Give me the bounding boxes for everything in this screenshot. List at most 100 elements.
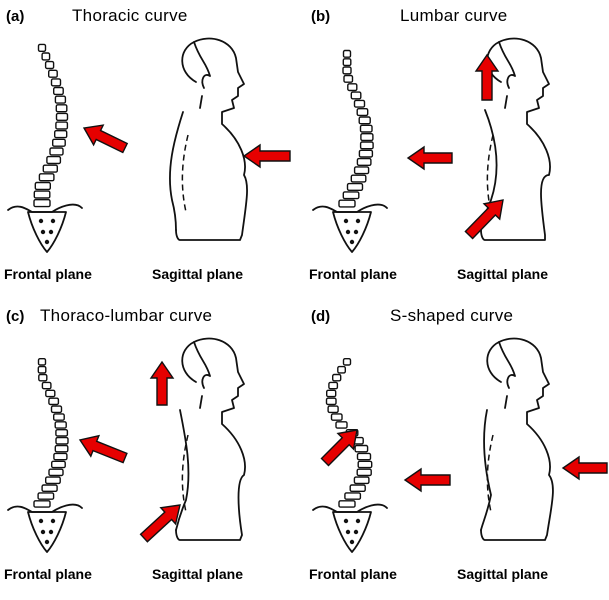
vertebra bbox=[54, 95, 67, 104]
panel-letter: (a) bbox=[6, 8, 25, 25]
body-outline bbox=[175, 337, 246, 541]
sacrum-foramen bbox=[349, 239, 355, 245]
vertebra bbox=[344, 492, 362, 500]
back-outline bbox=[480, 395, 508, 531]
vertebra bbox=[54, 129, 68, 139]
vertebra bbox=[55, 121, 69, 130]
body-outline bbox=[480, 337, 554, 541]
sacrum-foramen bbox=[50, 518, 56, 524]
vertebra bbox=[357, 460, 373, 469]
red-arrow-icon bbox=[149, 360, 175, 406]
spine-dashed-line bbox=[486, 434, 494, 513]
vertebra bbox=[41, 381, 52, 390]
vertebra bbox=[33, 500, 51, 508]
sacrum-foramen bbox=[343, 218, 349, 224]
vertebra bbox=[342, 49, 352, 58]
sacrum-foramen bbox=[40, 529, 46, 535]
vertebra bbox=[42, 164, 58, 173]
red-arrow-icon bbox=[464, 199, 504, 240]
sacrum-outline bbox=[27, 211, 67, 253]
sacrum-foramen bbox=[44, 539, 50, 545]
ear-outline bbox=[498, 341, 516, 389]
body-outline bbox=[175, 37, 248, 241]
vertebra bbox=[51, 460, 66, 469]
vertebra bbox=[48, 468, 64, 477]
red-arrow-icon bbox=[403, 467, 451, 493]
vertebra bbox=[342, 358, 352, 366]
vertebra bbox=[328, 381, 339, 390]
panel-letter: (d) bbox=[311, 308, 331, 325]
vertebra bbox=[38, 173, 55, 182]
panel-s-shaped-curve: (d) S-shaped curve Frontal plane Sagitta… bbox=[305, 300, 608, 600]
sacrum-foramen bbox=[353, 229, 359, 235]
body-outline bbox=[480, 37, 551, 241]
panel-letter: (c) bbox=[6, 308, 25, 325]
vertebra bbox=[356, 107, 369, 117]
sacrum-outline bbox=[27, 511, 67, 553]
panel-thoracic-curve: (a) Thoracic curve Frontal plane Sagitta… bbox=[0, 0, 300, 300]
sacrum-foramen bbox=[48, 229, 54, 235]
sacrum-foramen bbox=[343, 518, 349, 524]
vertebra bbox=[41, 484, 58, 493]
vertebra bbox=[360, 132, 374, 142]
vertebra bbox=[343, 74, 354, 83]
ear-outline bbox=[498, 41, 516, 89]
frontal-plane-label: Frontal plane bbox=[309, 266, 397, 282]
sacrum-foramen bbox=[50, 218, 56, 224]
ear-outline bbox=[193, 41, 211, 89]
vertebra bbox=[37, 365, 47, 374]
vertebra bbox=[356, 157, 372, 167]
vertebra bbox=[347, 83, 358, 92]
panel-title: Thoraco-lumbar curve bbox=[40, 306, 213, 325]
red-arrow-icon bbox=[78, 434, 128, 464]
red-arrow-icon bbox=[474, 53, 500, 101]
vertebra bbox=[54, 444, 69, 453]
vertebra bbox=[53, 452, 68, 461]
vertebra bbox=[46, 155, 62, 165]
frontal-plane-label: Frontal plane bbox=[4, 566, 92, 582]
vertebra bbox=[346, 182, 364, 192]
vertebra bbox=[330, 413, 343, 421]
vertebra bbox=[353, 476, 370, 485]
vertebra bbox=[335, 421, 348, 429]
vertebra bbox=[37, 358, 47, 366]
sacrum-foramen bbox=[349, 539, 355, 545]
panel-title: Thoracic curve bbox=[72, 6, 188, 25]
vertebra bbox=[44, 60, 55, 70]
frontal-plane-label: Frontal plane bbox=[309, 566, 397, 582]
vertebra bbox=[45, 389, 56, 398]
vertebra bbox=[349, 484, 366, 493]
panel-illustration bbox=[312, 37, 551, 253]
sagittal-figure bbox=[175, 337, 246, 541]
panel-illustration bbox=[7, 37, 291, 253]
vertebra bbox=[53, 413, 65, 421]
red-arrow-icon bbox=[406, 145, 453, 171]
sacrum-foramen bbox=[40, 229, 46, 235]
vertebra bbox=[358, 116, 371, 125]
frontal-spine bbox=[312, 49, 388, 253]
panel-illustration bbox=[312, 337, 608, 553]
vertebra bbox=[356, 452, 372, 461]
vertebra bbox=[337, 365, 346, 374]
vertebra bbox=[342, 66, 352, 75]
sagittal-plane-label: Sagittal plane bbox=[457, 266, 549, 282]
vertebra bbox=[49, 147, 64, 156]
sacrum-foramen bbox=[355, 518, 361, 524]
vertebra bbox=[55, 436, 69, 445]
frontal-spine bbox=[7, 43, 83, 253]
vertebra bbox=[50, 78, 62, 87]
vertebra bbox=[338, 199, 356, 208]
sacrum-outline bbox=[332, 511, 372, 553]
vertebra bbox=[38, 373, 48, 382]
spine-dashed-line bbox=[181, 434, 189, 513]
sacrum-foramen bbox=[355, 218, 361, 224]
sacrum-foramen bbox=[44, 239, 50, 245]
vertebra bbox=[37, 492, 55, 500]
vertebra bbox=[325, 397, 337, 406]
panel-lumbar-curve: (b) Lumbar curve Frontal plane Sagittal … bbox=[305, 0, 605, 300]
sacrum-foramen bbox=[38, 518, 44, 524]
frontal-spine bbox=[312, 358, 388, 553]
vertebra bbox=[359, 124, 373, 133]
vertebra bbox=[33, 190, 51, 199]
red-arrow-icon bbox=[242, 143, 291, 169]
